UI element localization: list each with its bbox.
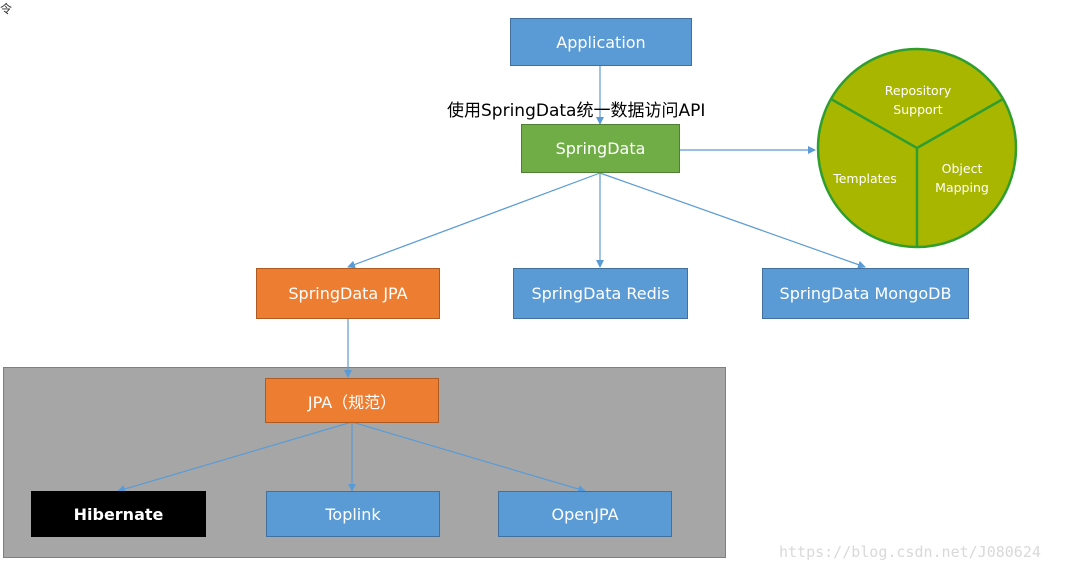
springdata-node: SpringData [521, 124, 680, 173]
toplink-node: Toplink [266, 491, 440, 537]
segment-repository-support-line1: Repository [885, 83, 952, 98]
arrow-spec-to-hibernate [117, 421, 353, 493]
jpa-spec-node: JPA（规范） [265, 378, 439, 423]
segment-object-mapping-line2: Mapping [935, 180, 989, 195]
springdata-mongodb-node: SpringData MongoDB [762, 268, 969, 319]
segment-repository-support-line2: Support [893, 102, 943, 117]
hibernate-node: Hibernate [31, 491, 206, 537]
unified-api-caption: 使用SpringData统一数据访问API [447, 101, 706, 121]
arrow-springdata-to-mongodb [599, 172, 866, 269]
segment-templates: Templates [832, 171, 897, 186]
springdata-features-circle: Repository Support Templates Object Mapp… [816, 47, 1018, 249]
arrow-springdata-to-jpa [347, 172, 601, 269]
springdata-jpa-node: SpringData JPA [256, 268, 440, 319]
application-node: Application [510, 18, 692, 66]
springdata-redis-node: SpringData Redis [513, 268, 688, 319]
segment-object-mapping-line1: Object [942, 161, 983, 176]
arrow-spec-to-openjpa [351, 421, 586, 493]
watermark-url: https://blog.csdn.net/J080624 [779, 543, 1041, 561]
corner-mark: 令 [0, 2, 13, 16]
openjpa-node: OpenJPA [498, 491, 672, 537]
